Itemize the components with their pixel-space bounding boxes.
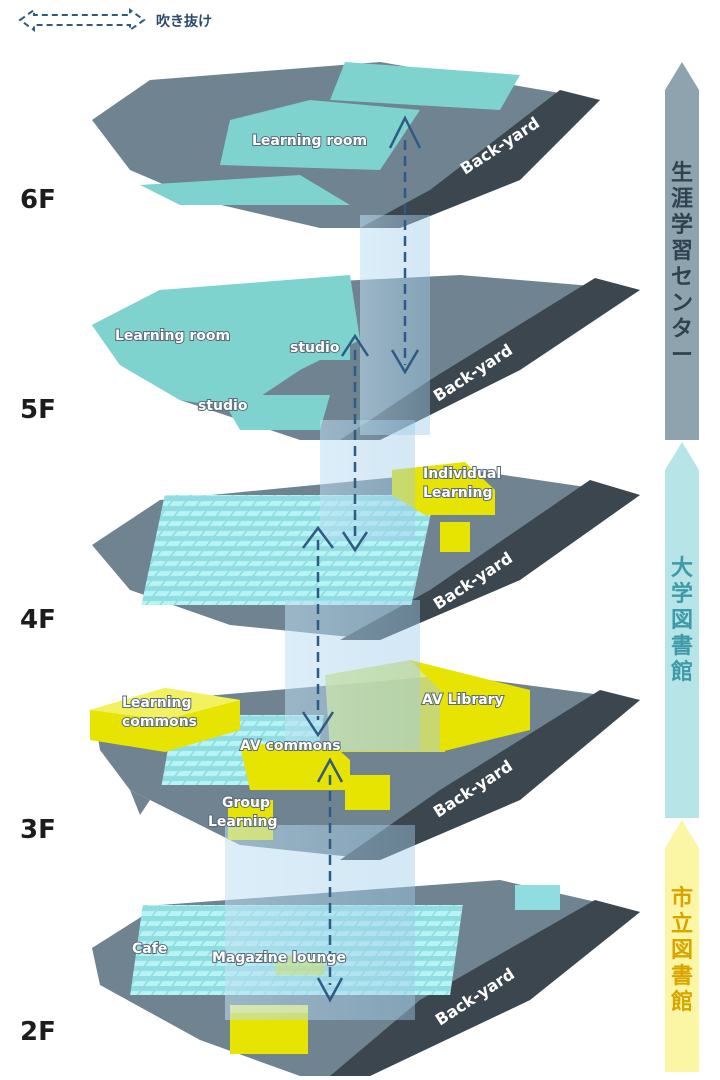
f5-studio-b-label: studio bbox=[198, 398, 248, 414]
f6-learning-room-label: Learning room bbox=[252, 133, 367, 149]
arrow-up-icon bbox=[388, 115, 422, 149]
f5-learning-room-label: Learning room bbox=[115, 328, 230, 344]
f4-individual-label-1: Individual bbox=[423, 466, 501, 482]
arrow-up-icon bbox=[302, 525, 334, 549]
side-bar-university bbox=[665, 442, 699, 818]
f4-individual-label-2: Learning bbox=[423, 485, 493, 501]
side-bar-lifelong-label: 生涯学習センター bbox=[671, 161, 693, 368]
side-bar-city bbox=[665, 820, 699, 1072]
arrow-up-icon bbox=[340, 333, 370, 357]
arrow-down-icon bbox=[316, 977, 344, 1003]
floor-label-4f: 4F bbox=[20, 605, 56, 635]
f3-group-label-1: Group bbox=[222, 795, 270, 811]
floor-label-3f: 3F bbox=[20, 815, 56, 845]
f3-av-commons-label: AV commons bbox=[240, 738, 341, 754]
floor-5f bbox=[92, 275, 640, 440]
f5-studio-a-label: studio bbox=[290, 340, 340, 356]
f2-magazine-label: Magazine lounge bbox=[212, 950, 346, 966]
void-legend: 吹き抜け bbox=[18, 8, 212, 32]
floor-label-6f: 6F bbox=[20, 185, 56, 215]
side-bar-city-label: 市立図書館 bbox=[671, 885, 693, 1015]
void-legend-label: 吹き抜け bbox=[156, 13, 212, 30]
floor-label-2f: 2F bbox=[20, 1017, 56, 1047]
double-arrow-icon bbox=[18, 8, 146, 32]
f3-commons-label-2: commons bbox=[122, 714, 197, 730]
arrow-down-icon bbox=[301, 711, 335, 738]
void-arrows bbox=[301, 115, 422, 1003]
f3-group-label-2: Learning bbox=[208, 814, 278, 830]
arrow-down-icon bbox=[341, 531, 369, 553]
side-bar-lifelong bbox=[665, 62, 699, 440]
f3-commons-label-1: Learning bbox=[122, 695, 192, 711]
void-shaft bbox=[225, 215, 430, 1020]
arrow-up-icon bbox=[316, 757, 344, 783]
f3-av-library-label: AV Library bbox=[422, 692, 504, 708]
floor-6f bbox=[92, 62, 600, 228]
side-bar-university-label: 大学図書館 bbox=[671, 556, 693, 685]
f2-cafe-label: Cafe bbox=[132, 941, 167, 957]
arrow-down-icon bbox=[390, 349, 420, 375]
floor-label-5f: 5F bbox=[20, 395, 56, 425]
